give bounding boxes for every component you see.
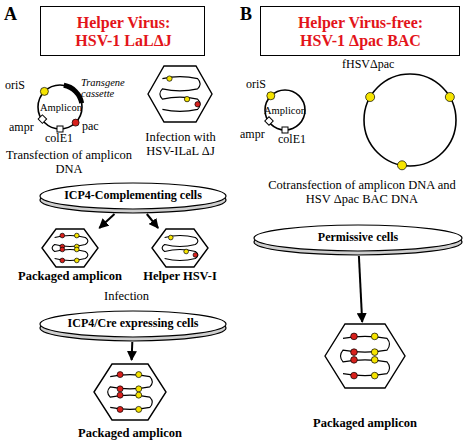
capsid-node: Packaged amplicon xyxy=(15,228,125,282)
pac-dot xyxy=(60,233,65,238)
ori-dot xyxy=(74,233,79,238)
amplicon-node: oriS Amplicon ampr colE1 xyxy=(240,68,335,160)
pac-dot xyxy=(195,102,200,107)
pac-dot xyxy=(117,406,123,412)
element-label: fHSVΔpac xyxy=(342,58,394,71)
step-caption: Infection with HSV-ILaL ΔJ xyxy=(134,130,227,158)
element-label: oriS xyxy=(246,78,266,91)
dna-strand xyxy=(341,336,390,375)
element-label: oriS xyxy=(5,79,25,92)
bac-ring xyxy=(364,74,456,166)
cell-layer-node: ICP4/Cre expressing cells xyxy=(38,308,228,342)
ori-dot xyxy=(267,92,275,100)
pac-dot xyxy=(72,119,79,126)
cell-layer-node: ICP4-Complementing cells xyxy=(38,180,228,214)
panel-letter: B xyxy=(240,4,252,24)
ori-dot xyxy=(136,406,142,412)
capsid-outline xyxy=(325,324,405,388)
transgene-cassette-arc xyxy=(64,85,82,103)
ori-dot xyxy=(40,87,48,95)
ori-dot xyxy=(371,372,378,379)
capsid-label: Packaged amplicon xyxy=(15,269,125,283)
flow-arrow xyxy=(99,214,114,228)
dna-strand xyxy=(108,375,153,410)
panel-title: Helper Virus: HSV-1 LaLΔJ xyxy=(61,14,186,50)
capsid-outline xyxy=(148,66,212,122)
dna-strand xyxy=(52,236,88,261)
cell-layer-node: Permissive cells xyxy=(252,222,464,256)
cell-label: ICP4-Complementing cells xyxy=(38,189,228,202)
element-label: ampr xyxy=(9,121,34,134)
bac-genome xyxy=(338,58,470,170)
ori-dot xyxy=(167,76,172,81)
ori-dot xyxy=(366,93,375,102)
ori-dot xyxy=(184,249,189,254)
element-label: colE1 xyxy=(278,133,306,146)
element-label: Amplicon xyxy=(40,102,80,113)
element-label: Amplicon xyxy=(264,105,306,116)
pac-dot xyxy=(60,247,65,252)
ori-dot xyxy=(168,235,173,240)
capsid-outline xyxy=(152,229,208,267)
pac-dot xyxy=(117,392,123,398)
pac-dot xyxy=(117,386,123,392)
amp-block xyxy=(38,115,46,123)
step-label: Infection xyxy=(104,289,149,303)
ori-dot xyxy=(136,392,142,398)
cell-label: ICP4/Cre expressing cells xyxy=(38,317,228,330)
dna-strand xyxy=(160,77,200,112)
element-label: Transgene cassette xyxy=(81,77,135,99)
plasmid-ring xyxy=(265,90,305,130)
panel-title: Helper Virus-free: HSV-1 Δpac BAC xyxy=(278,14,443,50)
ori-dot xyxy=(184,96,189,101)
step-caption: Cotransfection of amplicon DNA and HSV Δ… xyxy=(260,178,464,206)
ori-dot xyxy=(445,93,454,102)
pac-dot xyxy=(351,349,358,356)
amp-block xyxy=(265,117,273,125)
ori-dot xyxy=(371,349,378,356)
amplicon-node: oriS AmpliconTransgene cassette ampr colE1 p… xyxy=(5,65,133,165)
ori-dot xyxy=(371,333,378,340)
capsid-outline xyxy=(94,364,166,420)
pac-dot xyxy=(117,372,123,378)
pac-dot xyxy=(351,357,358,364)
ori-dot xyxy=(74,247,79,252)
ori-dot xyxy=(136,372,142,378)
plasmid-ring xyxy=(38,85,82,129)
element-label: ampr xyxy=(240,128,265,141)
step-caption: Transfection of amplicon DNA xyxy=(5,148,133,176)
capsid-node: Packaged amplicon xyxy=(295,322,435,434)
cell-label: Permissive cells xyxy=(252,231,464,244)
pac-dot xyxy=(351,333,358,340)
capsid-label: Packaged amplicon xyxy=(60,426,200,440)
ori-dot xyxy=(371,357,378,364)
title-box: Helper Virus: HSV-1 LaLΔJ xyxy=(40,6,205,56)
helper-node: Infection with HSV-ILaL ΔJ xyxy=(128,62,233,162)
element-label: pac xyxy=(82,120,99,133)
pac-dot xyxy=(60,258,65,263)
capsid-label: Packaged amplicon xyxy=(295,416,435,430)
bac-node: fHSVΔpac xyxy=(338,58,470,170)
ori-dot xyxy=(398,161,407,170)
flow-arrow xyxy=(359,256,362,322)
pac-dot xyxy=(193,253,198,258)
ori-dot xyxy=(74,258,79,263)
capsid-node: Helper HSV-I xyxy=(125,228,235,282)
pac-dot xyxy=(351,372,358,379)
capsid-node: Packaged amplicon xyxy=(60,360,200,444)
element-label: colE1 xyxy=(45,132,73,145)
capsid-outline xyxy=(42,229,98,267)
title-box: Helper Virus-free: HSV-1 Δpac BAC xyxy=(260,6,460,56)
ori-dot xyxy=(136,386,142,392)
flow-arrow xyxy=(131,342,134,360)
flow-arrow xyxy=(147,214,158,228)
panel-letter: A xyxy=(4,4,17,24)
capsid-label: Helper HSV-I xyxy=(125,269,235,283)
dna-strand xyxy=(162,236,198,261)
